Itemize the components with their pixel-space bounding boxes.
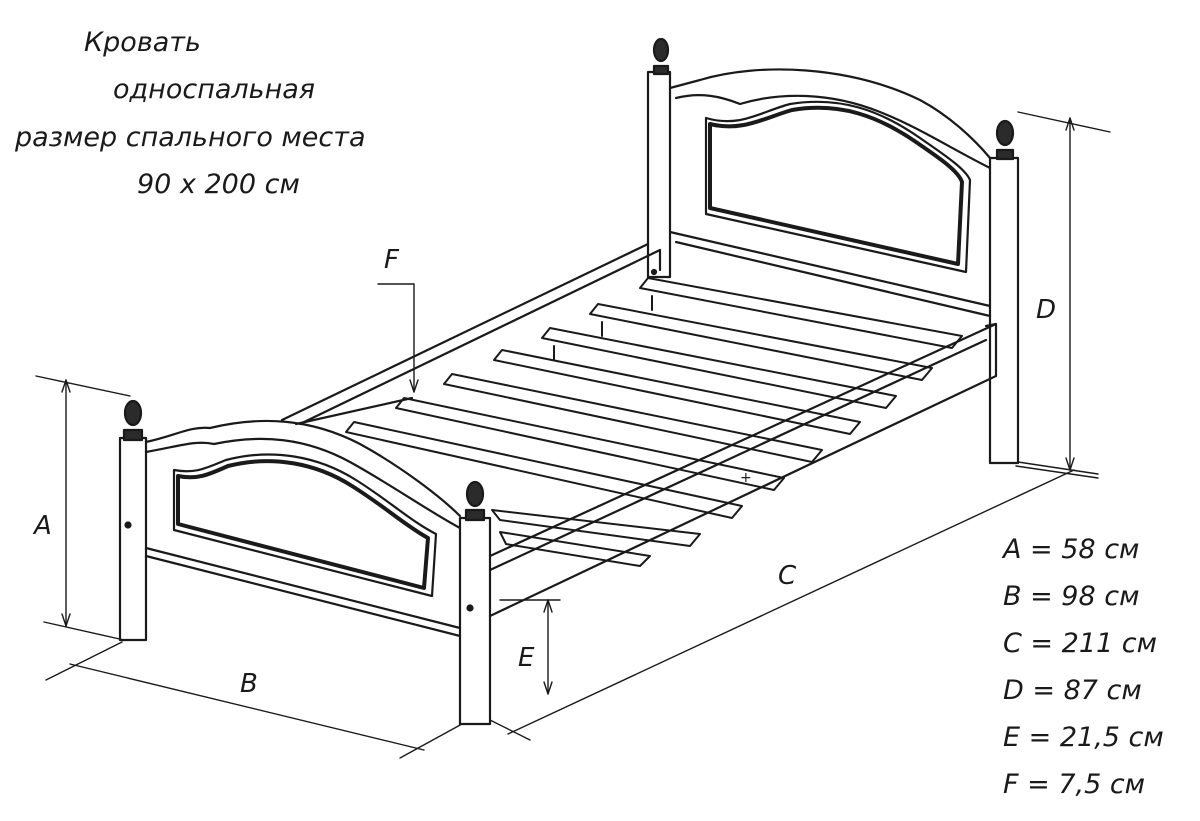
title-line-4: 90 х 200 см — [137, 169, 300, 200]
headboard-top-rail — [668, 68, 992, 160]
slats — [345, 277, 963, 567]
footboard-panel — [172, 453, 438, 598]
label-f: F — [384, 245, 400, 275]
dimension-a-value: A = 58 см — [1003, 534, 1140, 565]
dimension-b-line — [69, 663, 425, 751]
headboard-bottom-rail-2 — [674, 240, 992, 318]
svg-text:+: + — [740, 470, 752, 486]
footboard-top-rail — [144, 419, 462, 518]
slat — [493, 349, 861, 435]
slat — [541, 327, 897, 409]
label-a: A — [32, 511, 52, 541]
dimension-e-value: E = 21,5 см — [1003, 722, 1164, 753]
slat — [499, 531, 651, 567]
slat — [443, 373, 823, 463]
right-side-rail: + — [488, 322, 998, 618]
dimension-f-leader — [377, 283, 415, 393]
label-d: D — [1036, 295, 1056, 325]
footboard-left-finial — [122, 399, 144, 442]
dimension-f-value: F = 7,5 см — [1003, 769, 1146, 800]
title-line-3: размер спального места — [15, 122, 366, 153]
headboard-right-finial — [995, 119, 1015, 161]
footboard-top-rail-inner — [144, 437, 462, 530]
left-side-rail — [280, 242, 662, 426]
footboard-right-post — [458, 516, 492, 726]
slat — [589, 303, 933, 381]
footboard-bottom-rail — [144, 546, 462, 630]
footboard — [118, 268, 658, 726]
headboard-top-rail-inner — [674, 94, 992, 170]
title-line-1: Кровать — [84, 27, 201, 58]
headboard-panel — [704, 100, 972, 274]
headboard-panel-inner — [708, 105, 964, 266]
label-b: B — [240, 669, 258, 699]
headboard-left-finial — [652, 37, 670, 76]
dimension-lines — [35, 111, 1111, 759]
slat — [491, 509, 701, 547]
title-line-2: односпальная — [113, 74, 316, 105]
label-e: E — [518, 643, 535, 673]
slat — [395, 397, 785, 491]
headboard-bottom-rail — [668, 230, 992, 308]
dimension-c-line — [507, 469, 1075, 735]
dimension-c-value: C = 211 см — [1003, 628, 1157, 659]
slat — [639, 277, 963, 349]
headboard-right-post — [988, 156, 1020, 465]
dimensions-legend: A = 58 см B = 98 см C = 211 см D = 87 см… — [1003, 526, 1164, 808]
headboard-left-post — [646, 70, 672, 279]
label-c: C — [778, 561, 797, 591]
footboard-left-post — [118, 436, 148, 642]
dimension-b-value: B = 98 см — [1003, 581, 1140, 612]
headboard — [646, 37, 1020, 465]
footboard-bottom-rail-2 — [144, 554, 462, 638]
footboard-panel-inner — [176, 459, 430, 590]
footboard-right-finial — [464, 480, 486, 522]
slat — [345, 421, 743, 519]
dimension-d-value: D = 87 см — [1003, 675, 1142, 706]
